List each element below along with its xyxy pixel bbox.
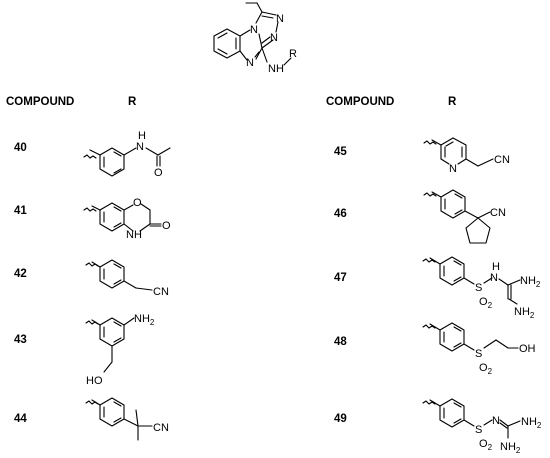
compound-id-46: 46 [334, 208, 347, 220]
atom-47-h: H [492, 261, 500, 273]
atom-49-n: N [492, 415, 500, 427]
atom-44-cn: CN [153, 422, 169, 434]
atom-49-nh2a: NH2 [521, 416, 542, 430]
compound-id-45: 45 [334, 146, 347, 158]
atom-48-o2: O2 [479, 362, 493, 376]
compound-id-40: 40 [14, 142, 27, 154]
core-structure: N N N N NH R [213, 2, 297, 75]
compound-id-42: 42 [14, 268, 27, 280]
header-compound-left: COMPOUND [6, 96, 75, 108]
atom-48-oh: OH [519, 343, 536, 355]
atom-47-nh2b: NH2 [514, 306, 535, 320]
core-atom-nh: NH [268, 63, 284, 75]
header-compound-right: COMPOUND [326, 96, 395, 108]
atom-43-ho: HO [86, 375, 103, 387]
core-atom-n4: N [246, 57, 254, 69]
compound-id-49: 49 [334, 413, 347, 425]
compound-id-43: 43 [14, 334, 27, 346]
atom-49-nh2b: NH2 [500, 441, 521, 455]
structure-48: S O2 OH [422, 322, 536, 376]
core-atom-n3: N [270, 32, 278, 44]
atom-42-cn: CN [153, 286, 169, 298]
structure-47: S O2 N H NH2 NH2 [422, 256, 541, 320]
atom-47-s: S [475, 282, 482, 294]
atom-41-o: O [133, 197, 142, 209]
atom-41-nh: NH [126, 229, 142, 241]
atom-45-n: N [449, 163, 457, 175]
atom-40-o: O [154, 167, 163, 179]
atom-47-o2: O2 [479, 296, 493, 310]
atom-45-cn: CN [494, 154, 510, 166]
core-atom-n2: N [276, 13, 284, 25]
atom-40-n: N [136, 141, 144, 153]
structure-40: N H O [83, 130, 171, 179]
structure-46: CN [423, 189, 506, 244]
compound-id-47: 47 [334, 272, 347, 284]
structure-43: NH2 HO [85, 313, 155, 387]
header-r-right: R [448, 96, 457, 108]
structure-42: CN [85, 259, 169, 298]
atom-47-nh2a: NH2 [520, 275, 541, 289]
core-atom-n1: N [250, 24, 258, 36]
atom-46-cn: CN [490, 207, 506, 219]
atom-41-o2: O [162, 220, 171, 232]
compound-id-48: 48 [334, 336, 347, 348]
compound-id-41: 41 [14, 205, 27, 217]
compound-id-44: 44 [14, 413, 27, 425]
atom-49-s: S [475, 424, 482, 436]
atom-49-o2: O2 [479, 438, 493, 452]
atom-40-h: H [138, 130, 146, 142]
structure-49: S O2 N NH2 NH2 [422, 398, 542, 455]
core-atom-r: R [289, 48, 297, 60]
atom-43-nh2: NH2 [134, 313, 155, 327]
structure-45: N CN [423, 137, 510, 175]
atom-48-s: S [475, 348, 482, 360]
structure-44: CN [85, 397, 169, 441]
atom-47-nh: N [490, 272, 498, 284]
structure-41: O NH O [83, 197, 171, 241]
header-r-left: R [128, 96, 137, 108]
